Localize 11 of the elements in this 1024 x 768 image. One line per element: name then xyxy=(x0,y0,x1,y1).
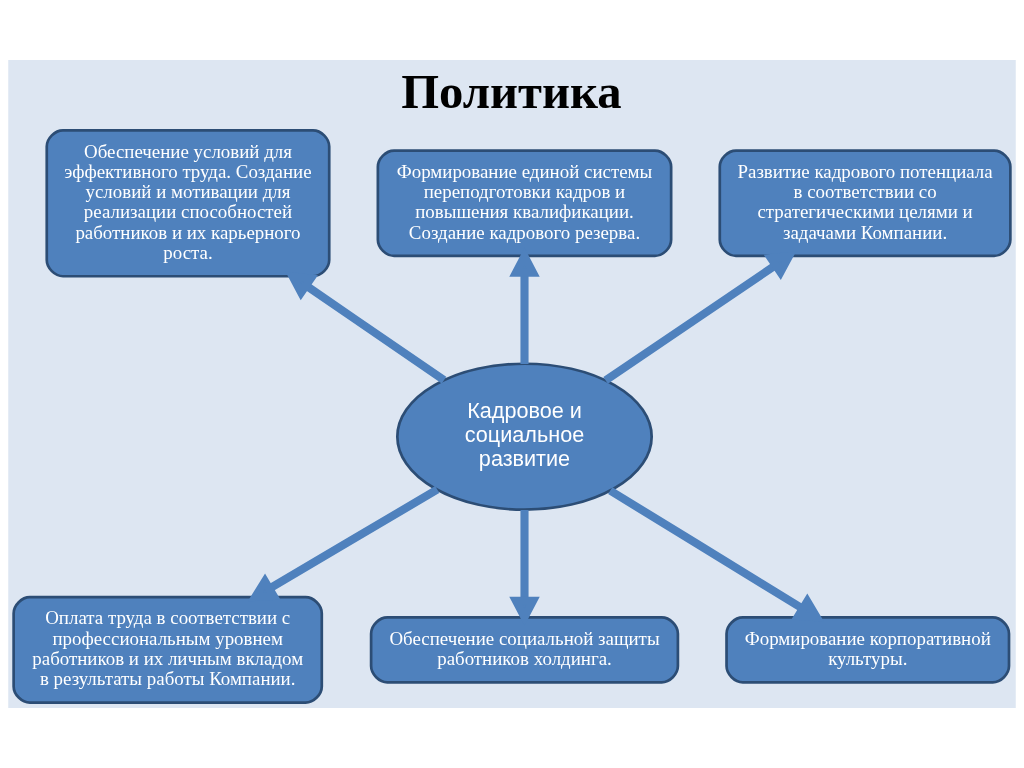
arrow xyxy=(247,486,440,602)
node-box: Обеспечение социальной защиты работников холдинга. xyxy=(369,616,680,684)
node-box: Оплата труда в соответствии с профессиональным уровнем работников и их личным вкладом в результаты работы Компании. xyxy=(12,595,324,704)
node-box: Формирование единой системы переподготовки кадров и повышения квалификации. Создание кадрового резерва. xyxy=(376,149,673,258)
node-ellipse: Кадровое и социальное развитие xyxy=(396,362,653,511)
diagram-title: Политика xyxy=(401,65,622,120)
node-box: Развитие кадрового потенциала в соответствии со стратегическими целями и задачами Компании. xyxy=(718,149,1012,258)
node-box: Обеспечение условий для эффективного труда. Создание условий и мотивации для реализации способностей работников и их карьерного роста. xyxy=(45,128,331,278)
arrow xyxy=(608,487,825,622)
node-box: Формирование корпоративной культуры. xyxy=(725,616,1011,684)
arrow xyxy=(603,251,797,384)
